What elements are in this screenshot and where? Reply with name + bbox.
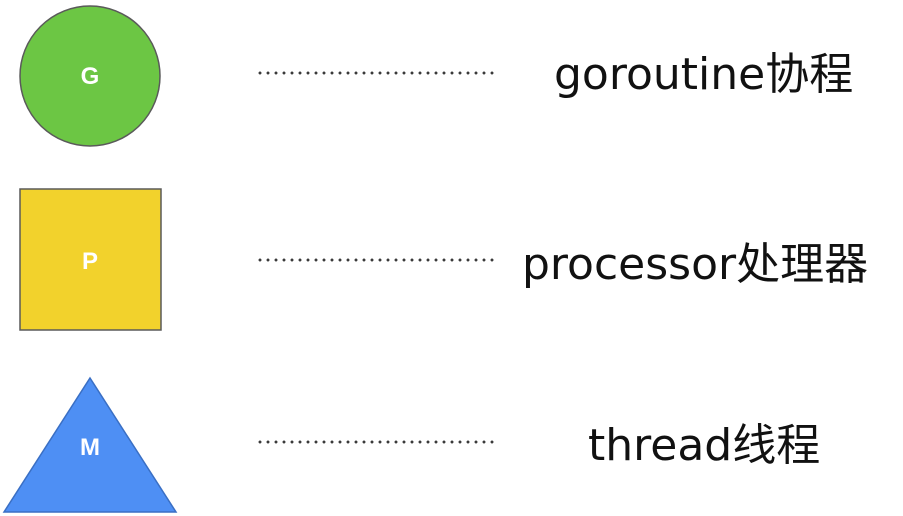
goroutine-circle: G bbox=[19, 5, 161, 147]
thread-label: thread线程 bbox=[588, 420, 821, 471]
triangle-letter: M bbox=[80, 434, 100, 461]
processor-square: P bbox=[19, 188, 162, 331]
square-letter: P bbox=[82, 248, 98, 275]
processor-label: processor处理器 bbox=[522, 239, 869, 290]
legend-row-processor: P processor处理器 bbox=[0, 170, 903, 340]
thread-triangle: M bbox=[2, 376, 178, 513]
legend-row-goroutine: G goroutine协程 bbox=[0, 0, 903, 150]
circle-shape bbox=[19, 5, 161, 147]
legend-row-thread: M thread线程 bbox=[0, 370, 903, 516]
square-shape bbox=[19, 188, 162, 331]
goroutine-label: goroutine协程 bbox=[554, 49, 854, 100]
circle-letter: G bbox=[81, 63, 100, 90]
triangle-shape bbox=[2, 376, 178, 513]
dotted-leader-thread bbox=[256, 440, 496, 444]
dotted-leader-processor bbox=[256, 258, 496, 262]
dotted-leader-goroutine bbox=[256, 71, 496, 75]
